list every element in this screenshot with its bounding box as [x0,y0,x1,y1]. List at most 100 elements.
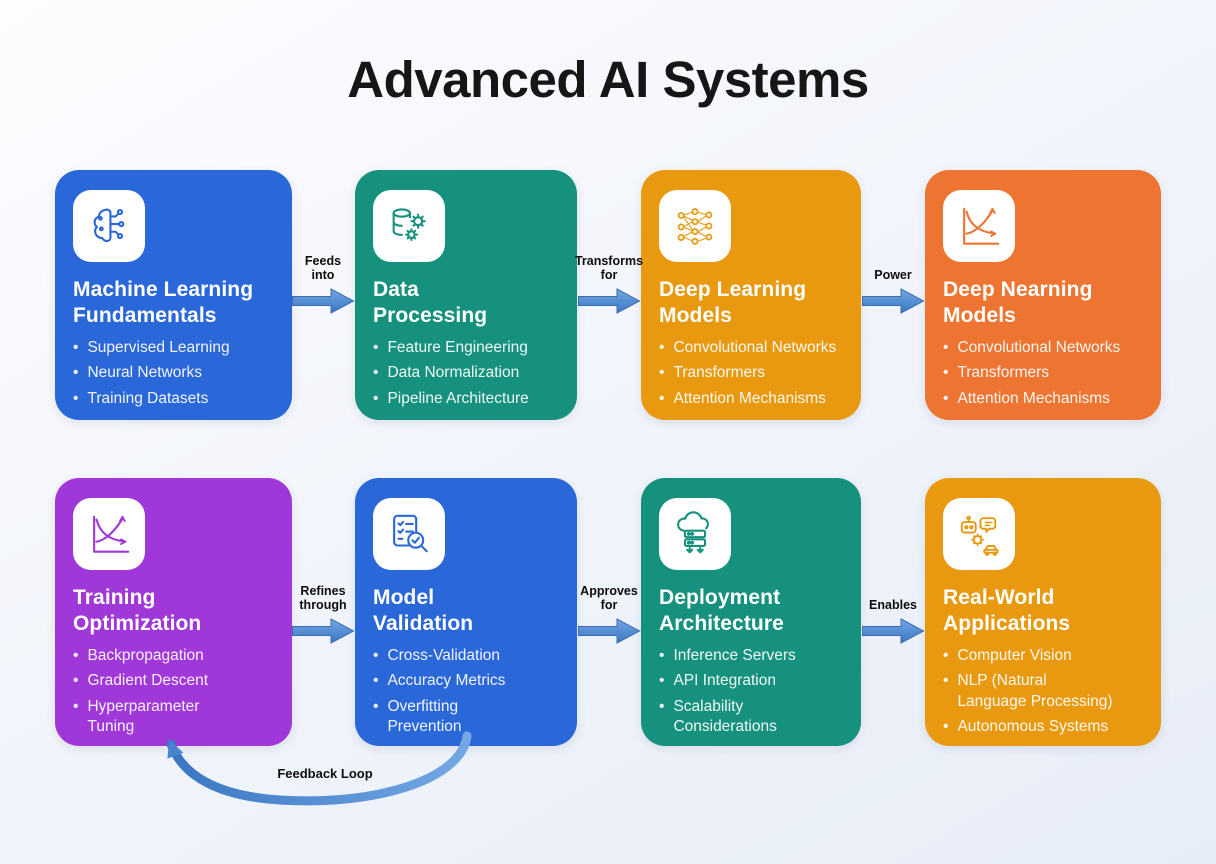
bullet-item: Convolutional Networks [943,338,1143,358]
bullet-list: Supervised Learning Neural Networks Trai… [73,338,274,408]
cloud-server-icon [659,498,731,570]
connector-label: Enables [869,598,917,613]
bullet-item: Attention Mechanisms [943,389,1143,409]
connector-label: Refines through [299,583,347,613]
bullet-item: Autonomous Systems [943,717,1143,737]
bullet-text: API Integration [673,672,776,690]
card-training-optimization: Training Optimization Backpropagation Gr… [55,478,292,746]
bullet-item: NLP (Natural Language Processing) [943,671,1143,711]
bullet-text: Computer Vision [957,647,1072,665]
bullet-item: Cross-Validation [373,646,559,666]
bullet-text: Accuracy Metrics [387,672,506,690]
bullet-item: Overfitting Prevention [373,697,559,737]
bullet-item: Pipeline Architecture [373,389,559,409]
connector-transforms-for: Transforms for [575,254,643,316]
bullet-text: Pipeline Architecture [387,389,529,407]
bullet-item: Attention Mechanisms [659,389,843,409]
card-machine-learning-fundamentals: Machine Learning Fundamentals Supervised… [55,170,292,420]
card-title: Model Validation [373,586,474,635]
bullet-list: Backpropagation Gradient Descent Hyperpa… [73,646,274,737]
arrow-right-icon [292,618,355,644]
card-real-world-applications: Real-World Applications Computer Vision … [925,478,1161,746]
bullet-item: Data Normalization [373,363,559,383]
arrow-right-icon [578,288,641,314]
connector-feeds-into: Feeds into [291,254,355,316]
bullet-list: Cross-Validation Accuracy Metrics Overfi… [373,646,559,737]
bullet-item: Training Datasets [73,389,274,409]
bullet-text: Training Datasets [87,389,209,407]
bullet-text: Attention Mechanisms [957,389,1110,407]
bullet-item: Transformers [659,363,843,383]
bullet-text: Hyperparameter Tuning [87,697,200,735]
card-title: Deep Learning Models [659,278,807,327]
arrow-right-icon [578,618,641,644]
bullet-item: Computer Vision [943,646,1143,666]
card-deep-nearning-models: Deep Nearning Models Convolutional Netwo… [925,170,1161,420]
bullet-item: Feature Engineering [373,338,559,358]
bullet-list: Convolutional Networks Transformers Atte… [943,338,1143,408]
bullet-item: Accuracy Metrics [373,671,559,691]
bullet-text: Inference Servers [673,647,796,665]
bullet-text: Transformers [673,364,766,382]
bullet-item: Neural Networks [73,363,274,383]
bullet-item: Hyperparameter Tuning [73,697,274,737]
neural-network-icon [659,190,731,262]
connector-enables: Enables [861,598,925,646]
bullet-list: Computer Vision NLP (Natural Language Pr… [943,646,1143,737]
bullet-text: Convolutional Networks [957,339,1121,357]
bullet-text: Neural Networks [87,364,202,382]
bullet-item: API Integration [659,671,843,691]
card-title: Machine Learning Fundamentals [73,278,254,327]
bullet-text: Transformers [957,364,1050,382]
bullet-text: Feature Engineering [387,339,528,357]
card-title: Deep Nearning Models [943,278,1093,327]
arrow-right-icon [292,288,355,314]
bullet-text: Attention Mechanisms [673,389,826,407]
bullet-text: Convolutional Networks [673,339,837,357]
checklist-magnifier-icon [373,498,445,570]
connector-label: Feeds into [304,253,342,283]
database-gears-icon [373,190,445,262]
bullet-text: Gradient Descent [87,672,209,690]
bullet-item: Inference Servers [659,646,843,666]
feedback-loop-arrow [166,731,472,806]
bullet-text: Backpropagation [87,647,204,665]
bullet-item: Convolutional Networks [659,338,843,358]
brain-circuit-icon [73,190,145,262]
bullet-item: Supervised Learning [73,338,274,358]
bullet-item: Scalability Considerations [659,697,843,737]
card-model-validation: Model Validation Cross-Validation Accura… [355,478,577,746]
bullet-item: Transformers [943,363,1143,383]
card-title: Deployment Architecture [659,586,784,635]
page-title: Advanced AI Systems [347,51,869,108]
connector-power: Power [861,268,925,316]
arrow-right-icon [862,618,925,644]
feedback-loop-label: Feedback Loop [277,766,373,781]
bullet-text: NLP (Natural Language Processing) [957,672,1113,710]
connector-label: Transforms for [574,253,644,283]
card-title: Training Optimization [73,586,202,635]
connector-label: Power [874,268,912,283]
card-title: Real-World Applications [943,586,1071,635]
card-deep-learning-models: Deep Learning Models Convolutional Netwo… [641,170,861,420]
bullet-list: Inference Servers API Integration Scalab… [659,646,843,737]
learning-curves-icon [73,498,145,570]
bullet-text: Overfitting Prevention [387,697,462,735]
bullet-list: Convolutional Networks Transformers Atte… [659,338,843,408]
connector-label: Approves for [580,583,638,613]
learning-curves-icon [943,190,1015,262]
bullet-item: Gradient Descent [73,671,274,691]
connector-approves-for: Approves for [577,584,641,646]
bullet-item: Backpropagation [73,646,274,666]
bullet-text: Cross-Validation [387,647,501,665]
connector-refines-through: Refines through [291,584,355,646]
card-title: Data Processing [373,278,488,327]
card-data-processing: Data Processing Feature Engineering Data… [355,170,577,420]
bullet-text: Scalability Considerations [673,697,777,735]
bullet-text: Data Normalization [387,364,520,382]
bullet-list: Feature Engineering Data Normalization P… [373,338,559,408]
bullet-text: Autonomous Systems [957,717,1109,735]
arrow-right-icon [862,288,925,314]
robot-chat-icon [943,498,1015,570]
